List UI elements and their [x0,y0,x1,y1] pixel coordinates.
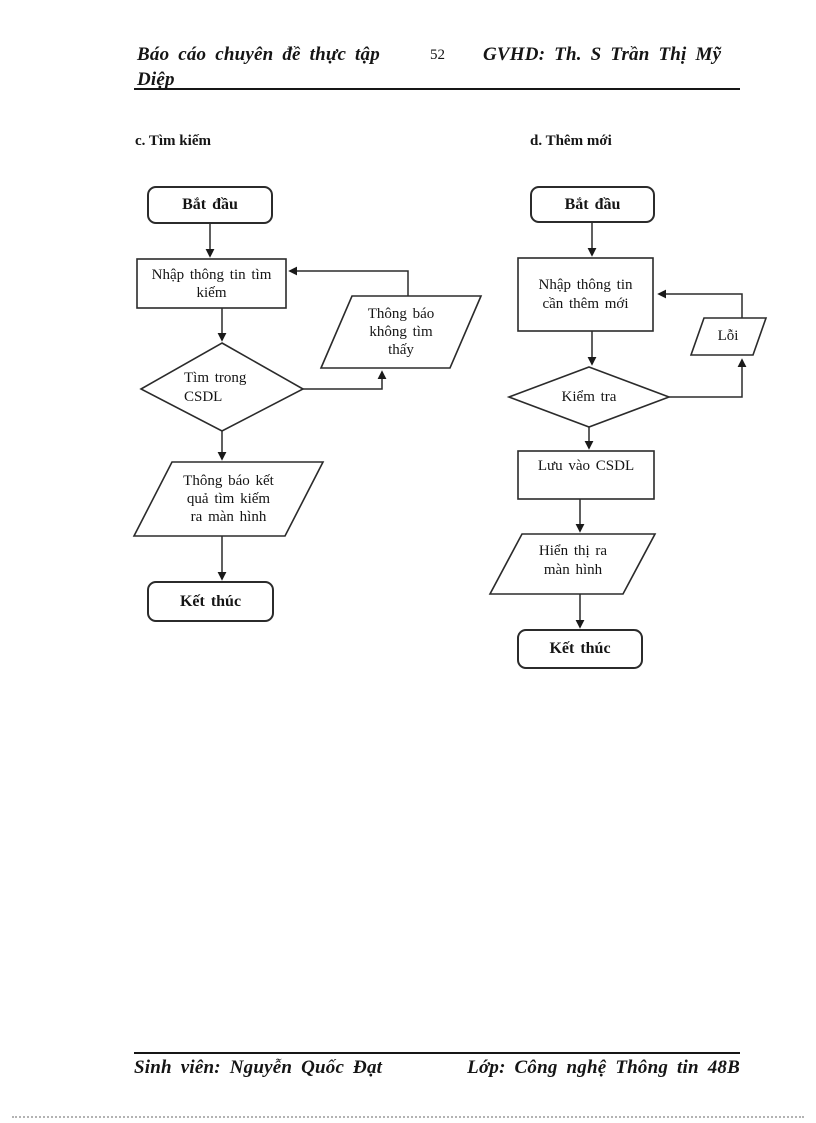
c-end-shape [147,581,274,622]
c-start-shape [147,186,273,224]
section-label-search: c. Tìm kiếm [135,133,211,149]
d-input-label: Nhập thông tin cần thêm mới [538,276,633,312]
connector-d-error-input [657,289,743,318]
header-report-title: Báo cáo chuyên đề thực tập [137,44,380,65]
c-notfound-shape [319,295,483,369]
d-decision-shape [506,366,672,428]
d-end-shape [517,629,643,669]
connector-c-notfound-input [288,266,409,296]
c-input-label: Nhập thông tin tìm kiếm [151,266,272,301]
footer-student: Sinh viên: Nguyễn Quốc Đạt [134,1057,383,1078]
c-output-label: Thông báo kết quả tìm kiếm ra màn hình [183,473,274,525]
footer-rule [134,1052,740,1054]
c-end-label: Kết thúc [179,592,242,610]
connector-d-decision-error [669,358,747,398]
connector-c-decision-notfound [303,370,387,390]
header-page-number: 52 [430,47,445,63]
section-label-addnew: d. Thêm mới [530,133,612,149]
c-decision-label: Tìm trong CSDL [184,370,247,405]
d-start-label: Bắt đầu [564,195,621,213]
header-supervisor: GVHD: Th. S Trần Thị Mỹ [483,44,722,65]
c-start-label: Bắt đầu [182,196,238,213]
d-start-shape [530,186,655,223]
footer-class: Lớp: Công nghệ Thông tin 48B [467,1057,740,1078]
d-output-label: Hiển thị ra màn hình [538,543,608,578]
c-notfound-label: Thông báo không tìm thấy [367,306,435,358]
d-error-label: Lỗi [717,328,739,344]
c-output-shape [132,461,325,537]
d-decision-label: Kiểm tra [561,389,617,405]
d-save-label: Lưu vào CSDL [537,458,635,474]
c-decision-shape [139,342,305,432]
c-input-shape [136,258,287,309]
d-error-shape [689,317,768,356]
d-end-label: Kết thúc [549,640,611,657]
d-output-shape [488,533,657,595]
page-bottom-dotted-line [12,1116,804,1118]
d-input-shape [517,257,654,332]
d-save-shape [517,450,655,500]
header-rule [134,88,740,90]
header-supervisor-wrap: Diệp [137,69,175,90]
